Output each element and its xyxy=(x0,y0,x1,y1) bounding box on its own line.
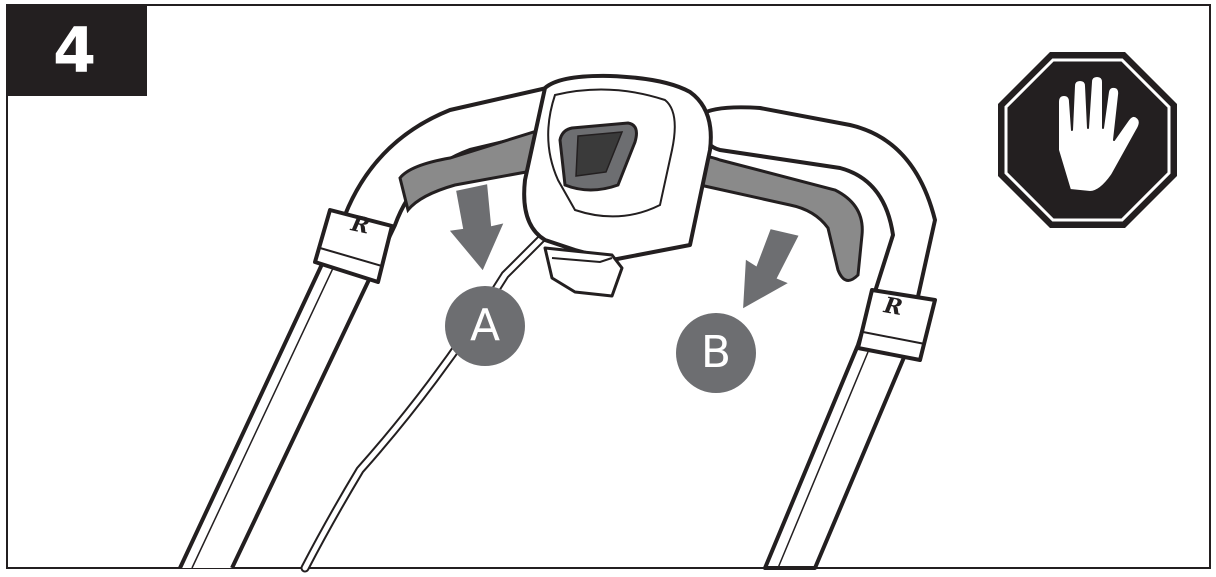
brand-logo-right: R xyxy=(881,292,905,321)
arrow-down-icon xyxy=(740,226,802,312)
outer-border xyxy=(6,4,1211,569)
collar-left xyxy=(313,208,394,284)
callout-a-label: A xyxy=(469,300,501,351)
control-box xyxy=(522,73,713,298)
callout-a: A xyxy=(445,286,525,366)
arrow-down-icon xyxy=(446,181,507,274)
callout-b-label: B xyxy=(700,327,732,378)
stop-hand-icon xyxy=(998,52,1177,228)
collar-right xyxy=(856,288,937,362)
callout-b: B xyxy=(676,313,756,393)
step-number-badge: 4 xyxy=(7,5,147,96)
